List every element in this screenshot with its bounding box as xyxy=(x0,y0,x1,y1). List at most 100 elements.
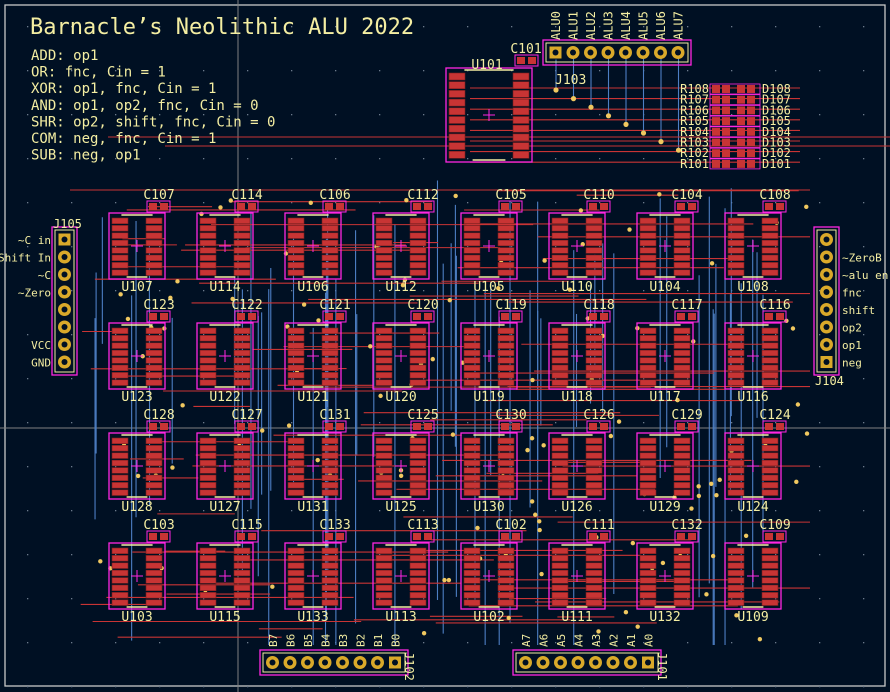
pin-label: ~alu en xyxy=(842,269,888,282)
capacitor: C109 xyxy=(759,518,791,543)
pad xyxy=(375,599,393,606)
grid-dot xyxy=(27,598,29,600)
grid-dot xyxy=(247,246,249,248)
pad xyxy=(409,569,427,577)
grid-dot xyxy=(863,246,865,248)
pad xyxy=(585,474,603,481)
grid-dot xyxy=(27,642,29,644)
courtyard xyxy=(586,530,611,543)
pad xyxy=(727,555,745,562)
grid-dot xyxy=(71,334,73,336)
pad xyxy=(600,533,608,540)
courtyard xyxy=(108,432,166,500)
grid-dot xyxy=(115,598,117,600)
pad xyxy=(145,262,163,269)
pad xyxy=(463,459,481,467)
capacitor-ref: C127 xyxy=(231,408,262,423)
pad xyxy=(761,379,779,386)
grid-dot xyxy=(599,158,601,160)
courtyard xyxy=(234,420,259,433)
pad xyxy=(448,90,466,98)
grid-dot xyxy=(71,466,73,468)
pad xyxy=(463,232,481,239)
grid-dot xyxy=(687,158,689,160)
pad xyxy=(497,335,515,342)
grid-dot xyxy=(819,510,821,512)
via xyxy=(616,419,622,424)
pad xyxy=(145,445,163,452)
pad xyxy=(145,459,163,467)
courtyard xyxy=(146,420,171,433)
pad xyxy=(497,262,515,269)
connector-ref: J101 xyxy=(655,652,669,681)
pad xyxy=(287,364,305,371)
grid-dot xyxy=(27,554,29,556)
capacitor-ref: C117 xyxy=(671,298,702,313)
pad xyxy=(765,203,773,210)
grid-dot xyxy=(379,290,381,292)
connector-ref: J103 xyxy=(555,73,586,88)
grid-dot xyxy=(731,510,733,512)
pad xyxy=(463,254,481,261)
anchor-cross xyxy=(747,240,759,252)
pad xyxy=(413,313,421,320)
pad xyxy=(673,452,691,459)
pad xyxy=(463,335,481,342)
grid-dot xyxy=(159,158,161,160)
pad xyxy=(639,592,657,599)
courtyard xyxy=(709,147,761,159)
grid-dot xyxy=(27,378,29,380)
via xyxy=(529,436,535,441)
via xyxy=(630,540,636,546)
capacitor: C114 xyxy=(231,188,263,213)
grid-dot xyxy=(379,642,381,644)
pin-label: ~ZeroB xyxy=(842,252,882,265)
pad xyxy=(747,95,755,104)
pad xyxy=(737,127,745,136)
pad xyxy=(199,372,217,379)
grid-dot xyxy=(247,686,249,688)
pad xyxy=(321,335,339,342)
pad xyxy=(448,107,466,116)
pin-label: A3 xyxy=(590,634,603,647)
pad xyxy=(512,81,530,89)
pad xyxy=(409,599,427,606)
pad xyxy=(497,489,515,496)
pad xyxy=(639,569,657,577)
capacitor: C103 xyxy=(143,518,175,543)
pad xyxy=(497,225,515,232)
pad xyxy=(160,203,168,210)
pad xyxy=(727,569,745,577)
grid-dot xyxy=(27,114,29,116)
function-note: COM: neg, fnc, Cin = 1 xyxy=(31,131,216,147)
via xyxy=(588,104,594,110)
grid-dot xyxy=(555,554,557,556)
grid-dot xyxy=(203,290,205,292)
pad xyxy=(673,262,691,269)
anchor-cross xyxy=(747,460,759,472)
courtyard xyxy=(51,226,78,376)
pad xyxy=(233,474,251,481)
grid-dot xyxy=(467,246,469,248)
grid-dot xyxy=(379,466,381,468)
capacitor: C104 xyxy=(671,188,703,213)
anchor-cross xyxy=(659,570,671,582)
via xyxy=(734,613,739,618)
courtyard xyxy=(284,542,342,610)
grid-dot xyxy=(643,378,645,380)
grid-dot xyxy=(643,158,645,160)
grid-dot xyxy=(423,290,425,292)
courtyard xyxy=(234,200,259,213)
resistor-ref: R106 xyxy=(680,103,709,117)
grid-dot xyxy=(467,158,469,160)
grid-dot xyxy=(467,114,469,116)
pad xyxy=(287,467,305,474)
pad xyxy=(497,459,515,467)
pad xyxy=(448,72,466,81)
ic-ref: U133 xyxy=(297,610,328,625)
grid-dot xyxy=(115,554,117,556)
pad xyxy=(727,342,745,349)
resistor-ref: R104 xyxy=(680,125,709,139)
